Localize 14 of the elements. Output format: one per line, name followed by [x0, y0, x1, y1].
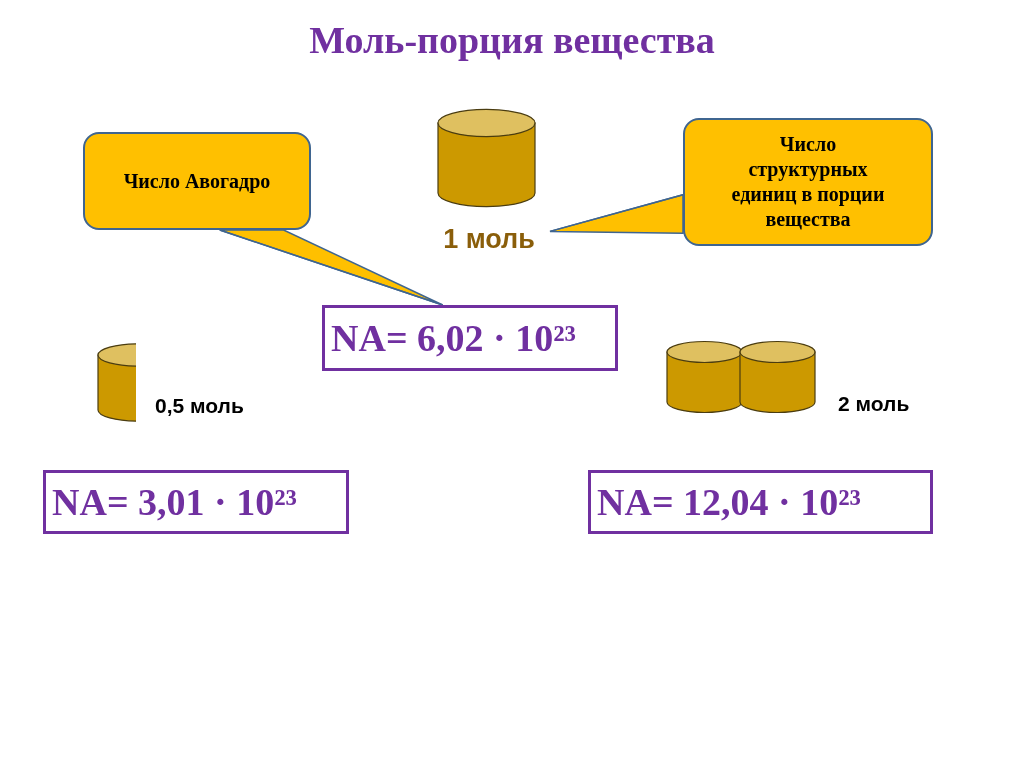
callout-text: Число структурных единиц в порции вещества — [730, 132, 886, 232]
callout-box — [83, 132, 311, 230]
amount-label: 2 моль — [838, 392, 910, 416]
title: Моль-порция вещества — [309, 19, 715, 61]
callout-box — [683, 118, 933, 246]
formula-text: NA= 3,01 · 10²³ — [52, 480, 297, 524]
callout-text: Число Авогадро — [123, 168, 271, 194]
formula-box — [588, 470, 933, 534]
formula-text: NA= 6,02 · 10²³ — [331, 316, 576, 360]
formula-box — [43, 470, 349, 534]
formula-text: NA= 12,04 · 10²³ — [597, 480, 861, 524]
formula-box — [322, 305, 618, 371]
amount-label: 1 моль — [428, 220, 550, 258]
amount-label: 0,5 моль — [155, 394, 244, 418]
